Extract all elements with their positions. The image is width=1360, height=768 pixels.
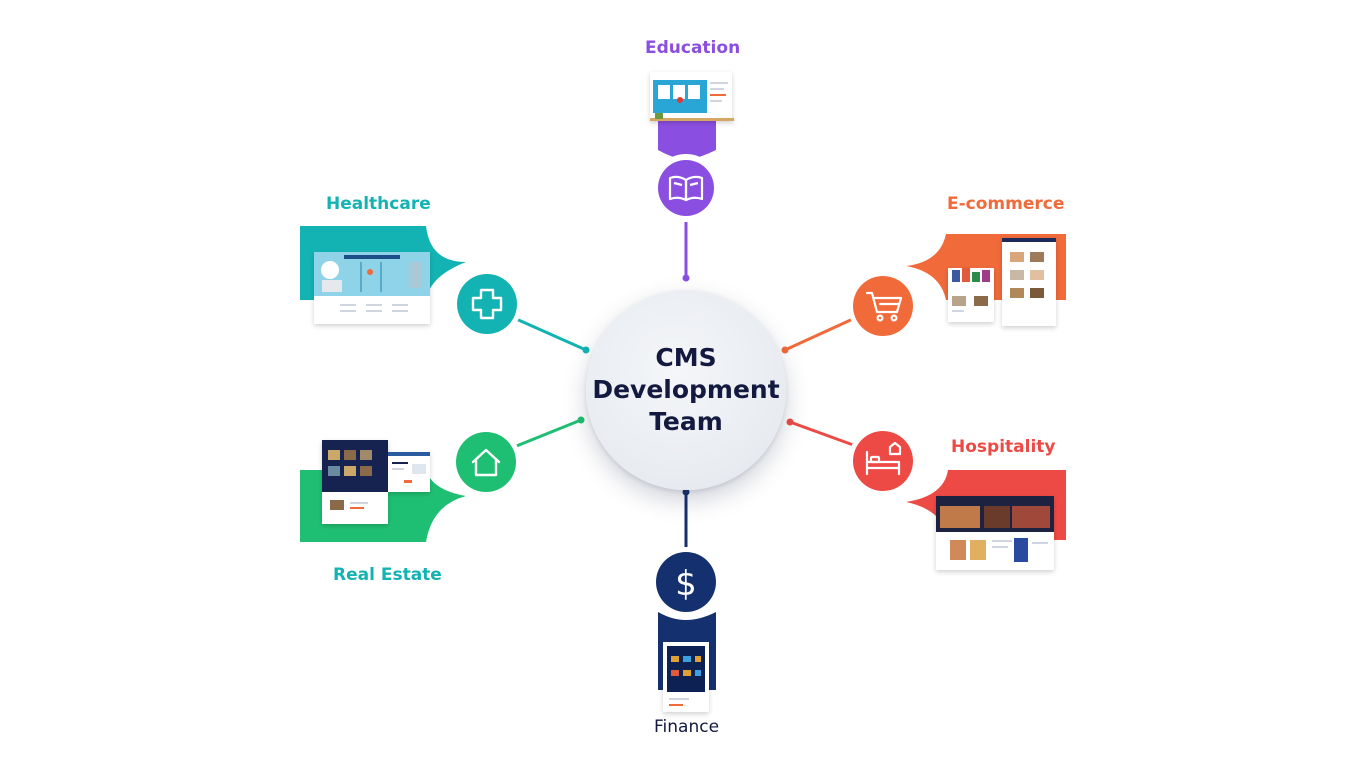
- ecommerce-icon-badge: [853, 276, 913, 336]
- label-finance: Finance: [654, 717, 720, 737]
- book-icon: [668, 175, 704, 202]
- connector-healthcare: [513, 316, 587, 352]
- connector-ecommerce: [784, 316, 856, 352]
- label-healthcare: Healthcare: [326, 194, 431, 214]
- sector-hospitality: [848, 426, 1066, 570]
- dollar-icon: $: [675, 564, 697, 604]
- label-real-estate: Real Estate: [333, 565, 442, 585]
- finance-website-thumbnail: [663, 642, 709, 712]
- connectors: [513, 218, 857, 552]
- shopping-cart-icon: [865, 291, 903, 322]
- sector-finance: $: [651, 547, 721, 712]
- education-website-thumbnail: [650, 72, 734, 121]
- healthcare-website-thumbnail: [314, 252, 430, 324]
- label-ecommerce: E-commerce: [947, 194, 1065, 214]
- hotel-bed-icon: [865, 441, 902, 476]
- ecommerce-website-thumbnail: [948, 238, 1056, 326]
- hospitality-website-thumbnail: [936, 496, 1054, 570]
- label-education: Education: [645, 38, 741, 58]
- label-hospitality: Hospitality: [951, 437, 1056, 457]
- medical-cross-icon: [471, 288, 503, 320]
- connector-real-estate: [513, 418, 582, 449]
- house-icon: [471, 448, 501, 477]
- sector-education: [650, 72, 734, 222]
- center-node: CMS Development Team: [586, 290, 786, 490]
- finance-icon-badge: [656, 552, 716, 612]
- real-estate-website-thumbnail: [322, 440, 430, 524]
- center-title: CMS Development Team: [592, 343, 780, 436]
- sector-healthcare: [300, 226, 522, 339]
- sector-ecommerce: [848, 234, 1066, 341]
- healthcare-icon-badge: [457, 274, 517, 334]
- real-estate-icon-badge: [456, 432, 516, 492]
- connector-hospitality: [789, 420, 857, 448]
- sector-real-estate: [300, 427, 521, 542]
